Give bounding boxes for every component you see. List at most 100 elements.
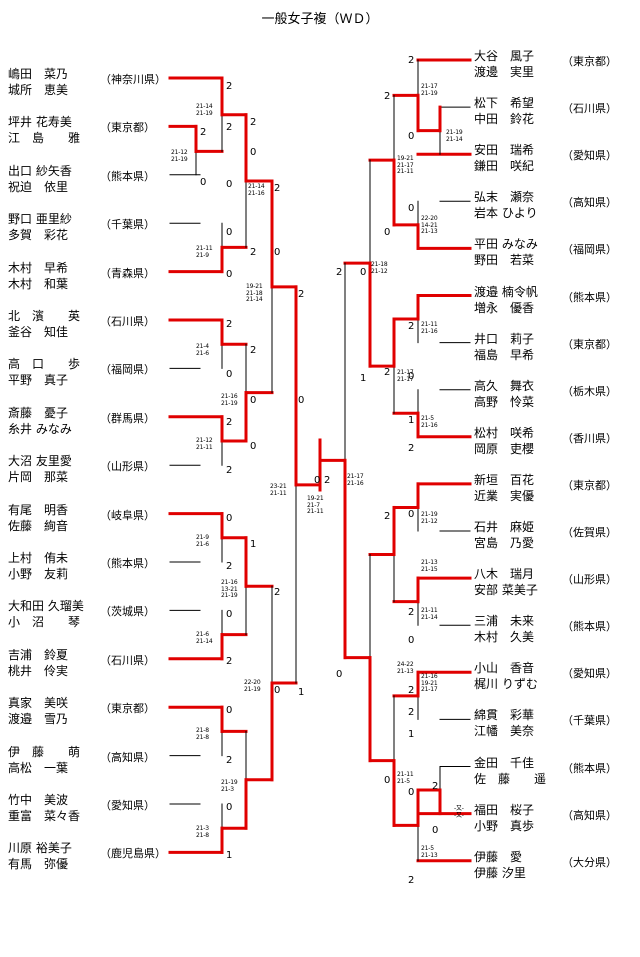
- match-score: 0: [226, 269, 233, 280]
- team-player-name: 木村 早希: [8, 260, 69, 275]
- team-prefecture: （石川県）: [100, 653, 155, 667]
- match-score: 1: [360, 373, 367, 384]
- team-prefecture: （鹿児島県）: [100, 847, 166, 861]
- team-player-name: 宮島 乃愛: [474, 536, 535, 550]
- team-player-name: 弘末 瀬奈: [474, 190, 535, 205]
- team-prefecture: （熊本県）: [100, 169, 155, 183]
- game-scores: 21-6 21-14: [196, 631, 213, 645]
- match-score: 2: [336, 267, 343, 278]
- match-score: 2: [384, 511, 391, 522]
- game-scores: 21-12 21-19: [171, 149, 188, 163]
- team-player-name: 佐藤 絢音: [8, 518, 69, 533]
- game-scores: 21-18 21-12: [371, 261, 388, 275]
- game-scores: 21-3 21-8: [196, 825, 209, 839]
- team-prefecture: （熊本県）: [562, 620, 617, 634]
- team-player-name: 佐 藤 遥: [474, 771, 547, 786]
- match-score: 2: [408, 321, 415, 332]
- team-prefecture: （東京都）: [100, 702, 155, 716]
- game-scores: 21-19 21-14: [446, 129, 463, 143]
- game-scores: 24-22 21-13: [397, 661, 414, 675]
- team-player-name: 木村 久美: [474, 630, 535, 645]
- game-scores: 21-19 21-12: [421, 511, 438, 525]
- match-score: 2: [226, 122, 233, 133]
- match-score: 0: [336, 669, 343, 680]
- team-player-name: 斎藤 憂子: [8, 405, 69, 420]
- team-player-name: 松下 希望: [474, 96, 535, 111]
- game-scores: 21-17 21-17: [397, 369, 414, 383]
- team-prefecture: （香川県）: [562, 431, 617, 445]
- match-score: 2: [226, 561, 233, 572]
- team-player-name: 福田 桜子: [474, 802, 535, 817]
- match-score: 0: [408, 371, 415, 382]
- team-player-name: 釜谷 知佳: [8, 325, 69, 339]
- game-scores: 23-21 21-11: [270, 483, 287, 497]
- match-score: 2: [408, 685, 415, 696]
- match-score: 0: [200, 177, 207, 188]
- team-player-name: 桃井 伶実: [8, 663, 69, 678]
- team-player-name: 小野 友莉: [8, 567, 69, 581]
- team-player-name: 安部 菜美子: [474, 583, 538, 598]
- team-player-name: 大沼 友里愛: [8, 454, 72, 469]
- team-player-name: 坪井 花寿美: [8, 115, 72, 130]
- game-scores: 21-17 21-19: [421, 83, 438, 97]
- team-prefecture: （福岡県）: [100, 363, 155, 377]
- match-score: 2: [408, 607, 415, 618]
- match-score: 2: [250, 247, 257, 258]
- match-score: 0: [250, 441, 257, 452]
- match-score: 2: [226, 656, 233, 667]
- team-prefecture: （東京都）: [562, 337, 617, 351]
- team-prefecture: （群馬県）: [100, 411, 155, 425]
- match-score: 0: [408, 131, 415, 142]
- game-scores: 21-5 21-16: [421, 415, 438, 429]
- match-score: 2: [226, 465, 233, 476]
- team-player-name: 有馬 弥優: [8, 857, 69, 872]
- team-prefecture: （愛知県）: [562, 149, 617, 163]
- match-score: 2: [432, 781, 439, 792]
- game-scores: 21-16 13-21 21-19: [221, 579, 238, 599]
- game-scores: 21-9 21-6: [196, 534, 209, 548]
- team-prefecture: （愛知県）: [562, 667, 617, 681]
- match-score: 0: [408, 635, 415, 646]
- match-score: 0: [226, 513, 233, 524]
- team-player-name: 金田 千佳: [474, 755, 535, 770]
- match-score: 0: [226, 609, 233, 620]
- team-prefecture: （茨城県）: [100, 605, 155, 619]
- game-scores: 22-20 21-19: [244, 679, 261, 693]
- team-player-name: 平野 真子: [8, 373, 69, 388]
- game-scores: 21-16 19-21 21-17: [421, 673, 438, 693]
- team-player-name: 大和田 久瑠美: [8, 599, 84, 614]
- team-player-name: 出口 紗矢香: [8, 163, 72, 178]
- team-player-name: 井口 莉子: [474, 331, 535, 346]
- team-player-name: 大谷 風子: [474, 49, 535, 63]
- match-score: 2: [250, 117, 257, 128]
- match-score: 0: [226, 705, 233, 716]
- match-score: 1: [226, 850, 233, 861]
- team-player-name: 川原 裕美子: [8, 841, 72, 856]
- team-prefecture: （岐阜県）: [100, 508, 155, 522]
- team-player-name: 小野 真歩: [474, 818, 535, 833]
- team-player-name: 梶川 りずむ: [474, 677, 538, 692]
- game-scores: 21-11 21-5: [397, 771, 414, 785]
- match-score: 0: [226, 179, 233, 190]
- team-player-name: 高 口 歩: [8, 357, 81, 372]
- match-score: 2: [384, 91, 391, 102]
- match-score: 2: [226, 755, 233, 766]
- team-player-name: 吉浦 鈴夏: [8, 647, 69, 662]
- game-scores: 21-5 21-13: [421, 845, 438, 859]
- team-prefecture: （高知県）: [562, 808, 617, 822]
- match-score: 0: [384, 227, 391, 238]
- team-prefecture: （高知県）: [562, 196, 617, 210]
- team-player-name: 松村 咲希: [474, 425, 535, 440]
- match-score: 0: [408, 509, 415, 520]
- team-player-name: 福島 早希: [474, 347, 535, 362]
- match-score: 2: [226, 81, 233, 92]
- team-player-name: 伊藤 愛: [474, 849, 523, 864]
- game-scores: 21-14 21-16: [248, 183, 265, 197]
- team-prefecture: （熊本県）: [562, 290, 617, 304]
- team-player-name: 多賀 彩花: [8, 228, 69, 243]
- team-prefecture: （石川県）: [562, 102, 617, 116]
- team-player-name: 平田 みなみ: [474, 237, 538, 252]
- match-score: 2: [408, 55, 415, 66]
- team-player-name: 石井 麻姫: [474, 520, 535, 534]
- team-player-name: 高野 怜菜: [474, 394, 535, 409]
